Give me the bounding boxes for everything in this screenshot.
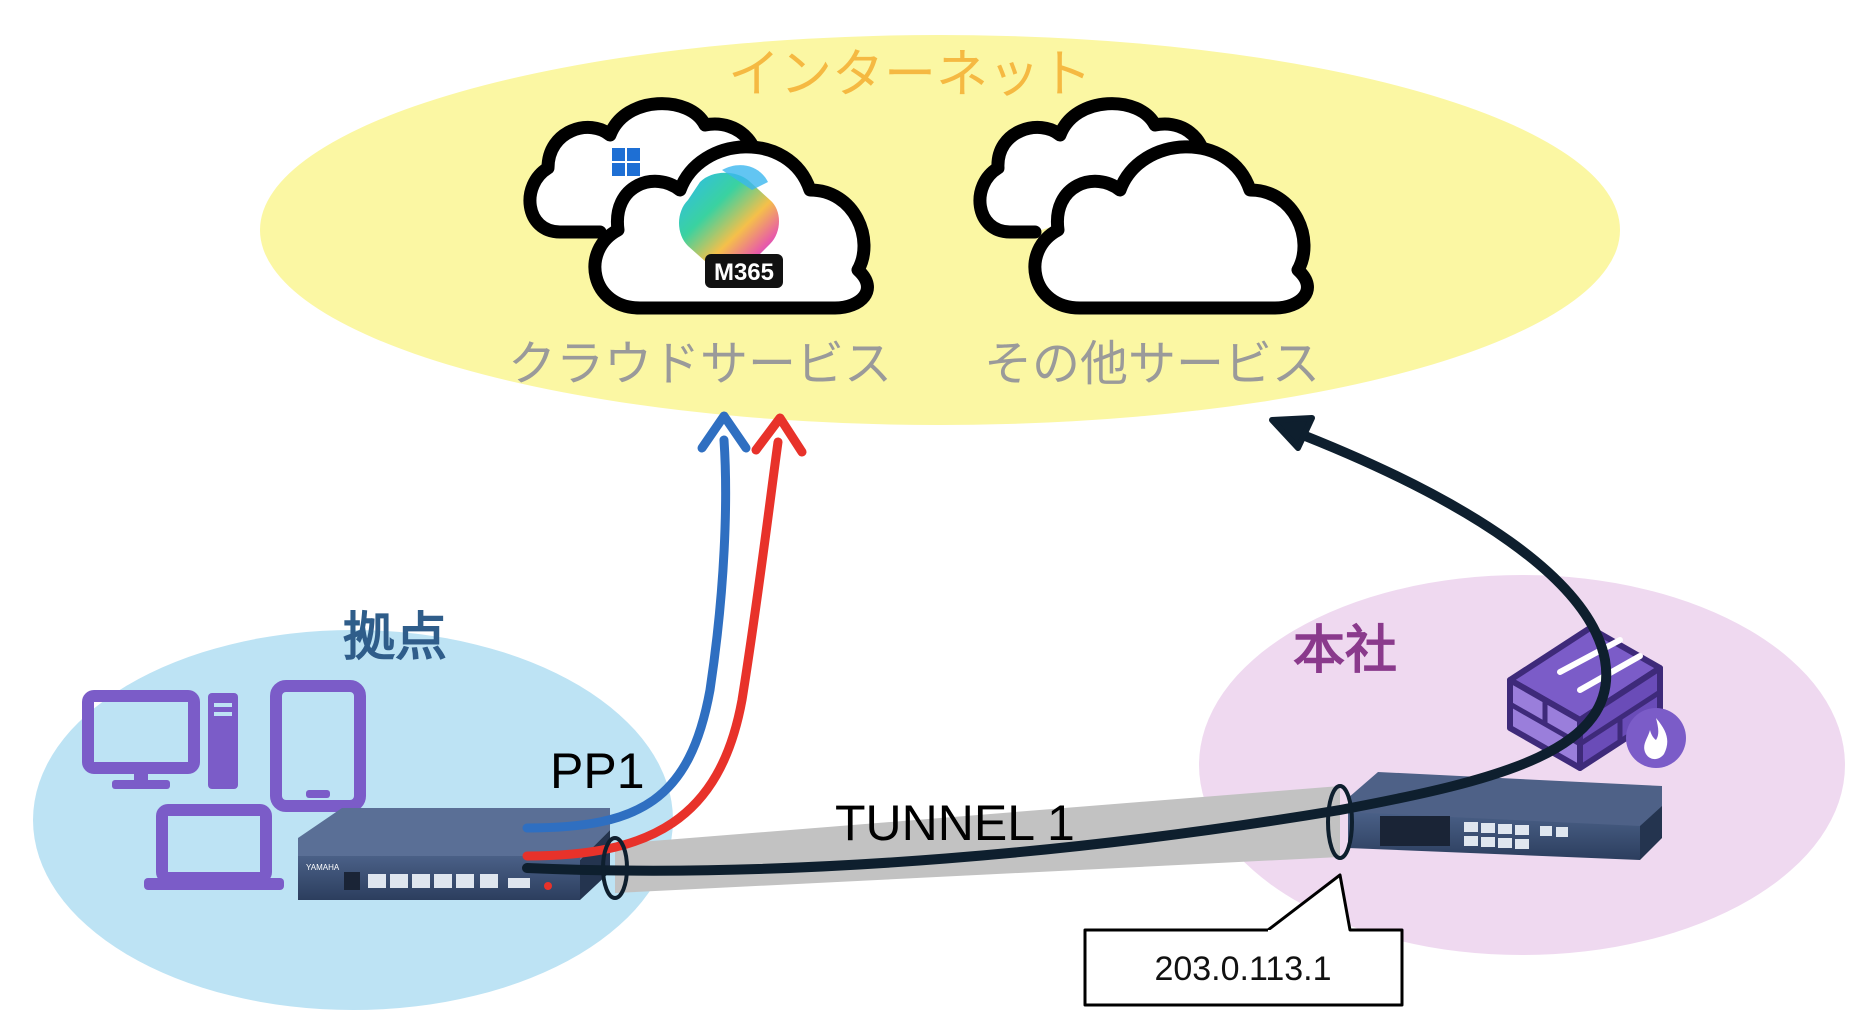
laptop-icon	[144, 804, 284, 890]
pp1-label: PP1	[550, 743, 645, 799]
tablet-icon	[270, 680, 366, 812]
svg-text:YAMAHA: YAMAHA	[306, 863, 340, 872]
cloud-icon	[973, 97, 1314, 315]
branch-zone-label: 拠点	[343, 608, 447, 668]
flame-icon	[1626, 708, 1686, 768]
tunnel-endpoint-ring	[601, 836, 629, 900]
windows-logo-icon	[612, 148, 640, 176]
other-service-label: その他サービス	[984, 336, 1320, 392]
m365-badge: M365	[714, 259, 774, 286]
internet-zone-label: インターネット	[728, 45, 1092, 105]
red-path	[522, 437, 783, 861]
cloud-service-label: クラウドサービス	[508, 336, 892, 392]
tunnel-label: TUNNEL 1	[835, 795, 1075, 851]
desktop-pc-icon	[82, 690, 238, 789]
router-icon: YAMAHA	[298, 808, 610, 900]
hq-zone-label: 本社	[1293, 621, 1397, 681]
router-icon	[1348, 772, 1662, 860]
dark-path	[522, 425, 1612, 876]
tunnel-endpoint-ring	[1326, 784, 1354, 860]
red-arrowhead	[751, 413, 807, 457]
blue-path	[522, 435, 731, 833]
ip-callout: 203.0.113.1	[1083, 873, 1404, 1007]
copilot-icon: M365	[679, 165, 783, 288]
blue-arrowhead	[697, 411, 751, 453]
dark-arrowhead	[1269, 415, 1315, 451]
ip-address-text: 203.0.113.1	[1154, 950, 1331, 988]
cloud-icon	[523, 97, 764, 239]
